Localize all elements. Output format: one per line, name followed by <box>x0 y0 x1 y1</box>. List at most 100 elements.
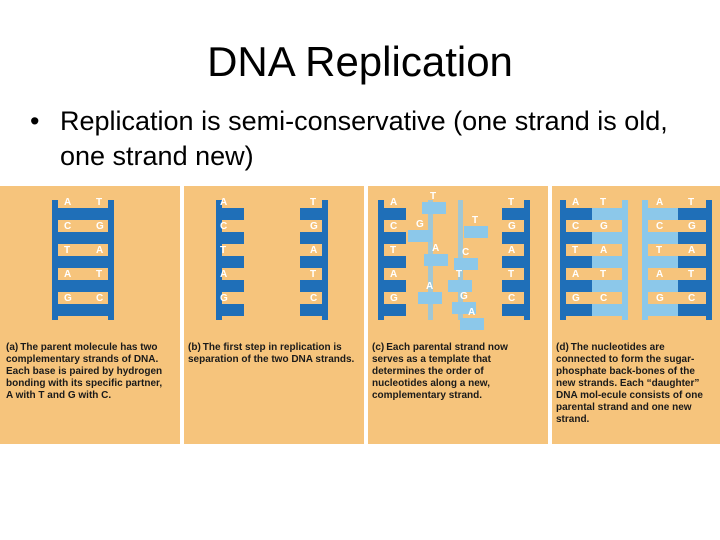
base-t-label: T <box>220 245 226 256</box>
base-t: T <box>592 269 622 292</box>
base-c-label: C <box>508 293 515 304</box>
right-backbone <box>108 200 114 320</box>
panel-a-caption: (a)The parent molecule has two complemen… <box>6 342 163 401</box>
slide-title: DNA Replication <box>207 38 513 85</box>
base-a: A <box>58 269 84 292</box>
base-a-label: A <box>572 197 579 208</box>
base-g: G <box>502 221 524 244</box>
base-c-label: C <box>688 293 695 304</box>
free-nucleotide-g: G <box>452 291 476 314</box>
base-a-label: A <box>688 245 695 256</box>
base-t: T <box>592 197 622 220</box>
base-a-label: A <box>656 269 663 280</box>
free-nucleotide-a: A <box>460 307 484 330</box>
base-t-label: T <box>508 269 514 280</box>
base-c: C <box>502 293 524 316</box>
base-c: C <box>678 293 706 316</box>
panel-d-caption: (d)The nucleotides are connected to form… <box>556 342 703 425</box>
base-g-label: G <box>220 293 228 304</box>
base-c-label: C <box>96 293 103 304</box>
right-old-backbone <box>706 200 712 320</box>
base-a: A <box>592 245 622 268</box>
base-t: T <box>220 245 244 268</box>
base-a-label: A <box>572 269 579 280</box>
base-t-label: T <box>310 269 316 280</box>
panel-b-caption: (b)The first step in replication is sepa… <box>188 342 355 365</box>
base-t-label: T <box>390 245 396 256</box>
base-a: A <box>502 245 524 268</box>
base-c-label: C <box>310 293 317 304</box>
base-a: A <box>58 197 84 220</box>
base-t: T <box>300 269 322 292</box>
base-g: G <box>58 293 84 316</box>
left-backbone <box>378 200 384 320</box>
base-c: C <box>592 293 622 316</box>
base-t-label: T <box>572 245 578 256</box>
free-nucleotide-t-label: T <box>430 191 436 202</box>
free-nucleotide-a: A <box>418 281 442 304</box>
base-a-label: A <box>310 245 317 256</box>
base-t-label: T <box>96 197 102 208</box>
base-c: C <box>648 221 678 244</box>
free-nucleotide-a: A <box>424 243 448 266</box>
base-g: G <box>678 221 706 244</box>
free-nucleotide-t: T <box>448 269 472 292</box>
free-nucleotide-g: G <box>408 219 432 242</box>
base-t-label: T <box>96 269 102 280</box>
free-nucleotide-c: C <box>454 247 478 270</box>
right-backbone <box>524 200 530 320</box>
base-t: T <box>566 245 592 268</box>
base-t-label: T <box>508 197 514 208</box>
left-old-backbone <box>560 200 566 320</box>
base-c-label: C <box>572 221 579 232</box>
left-backbone <box>52 200 58 320</box>
left-backbone <box>216 200 222 320</box>
base-g-label: G <box>656 293 664 304</box>
base-t: T <box>384 245 406 268</box>
base-c: C <box>58 221 84 244</box>
base-t-label: T <box>310 197 316 208</box>
panel-c-caption: (c)Each parental strand now serves as a … <box>372 342 508 401</box>
base-a: A <box>220 269 244 292</box>
free-nucleotide-g-label: G <box>460 291 468 302</box>
free-nucleotide-t: T <box>422 191 446 214</box>
base-c-label: C <box>220 221 227 232</box>
base-g-label: G <box>96 221 104 232</box>
base-a-label: A <box>64 197 71 208</box>
base-a: A <box>384 269 406 292</box>
base-c: C <box>84 293 108 316</box>
base-t-label: T <box>64 245 70 256</box>
free-nucleotide-a-label: A <box>432 243 439 254</box>
base-c-label: C <box>64 221 71 232</box>
base-t: T <box>58 245 84 268</box>
base-t-label: T <box>600 197 606 208</box>
base-a: A <box>384 197 406 220</box>
base-a-label: A <box>508 245 515 256</box>
base-a: A <box>84 245 108 268</box>
base-c: C <box>566 221 592 244</box>
base-g-label: G <box>390 293 398 304</box>
left-new-backbone <box>622 200 628 320</box>
base-t: T <box>502 197 524 220</box>
base-g-label: G <box>572 293 580 304</box>
base-t: T <box>300 197 322 220</box>
right-new-backbone <box>642 200 648 320</box>
base-a-label: A <box>656 197 663 208</box>
free-nucleotide-a-label: A <box>468 307 475 318</box>
bullet-marker: • <box>30 106 40 136</box>
base-t-label: T <box>600 269 606 280</box>
base-c-label: C <box>656 221 663 232</box>
base-t: T <box>678 197 706 220</box>
base-a-label: A <box>390 197 397 208</box>
base-g-label: G <box>600 221 608 232</box>
free-nucleotide-t-label: T <box>472 215 478 226</box>
base-a: A <box>220 197 244 220</box>
base-a-label: A <box>64 269 71 280</box>
